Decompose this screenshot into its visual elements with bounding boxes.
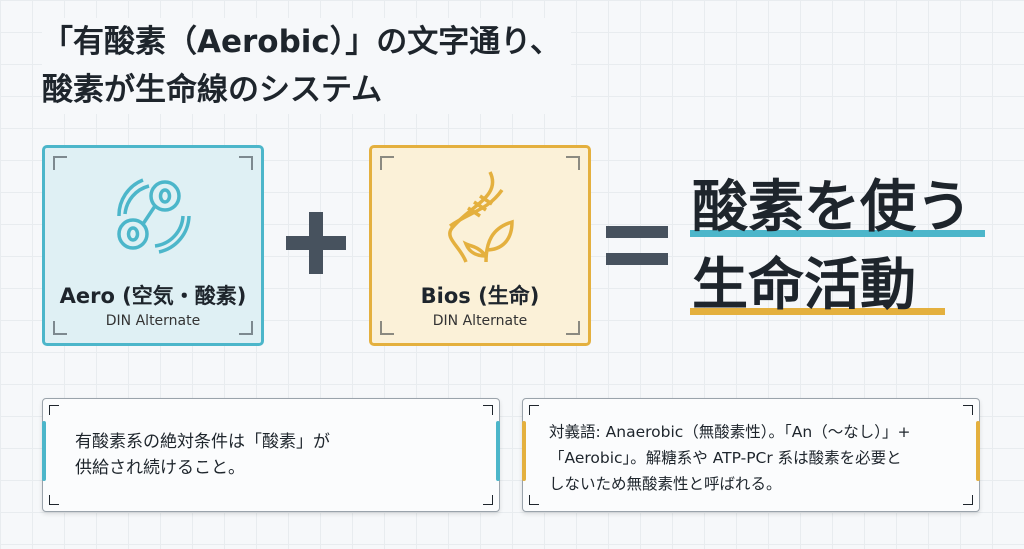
plus-icon-vertical: [309, 212, 323, 274]
bios-label: Bios (生命): [420, 284, 540, 308]
equals-icon: [606, 226, 668, 238]
aero-label: Aero (空気・酸素): [59, 284, 247, 308]
title-line-1: 「有酸素（Aerobic）」の文字通り、: [42, 24, 562, 60]
aero-sublabel: DIN Alternate: [105, 313, 201, 329]
equals-icon-lower: [606, 253, 668, 265]
note-text: しないため無酸素性と呼ばれる。: [549, 475, 782, 493]
bios-sublabel: DIN Alternate: [432, 313, 528, 329]
slide-title: 「有酸素（Aerobic）」の文字通り、 酸素が生命線のシステム: [42, 18, 572, 114]
note-box-antonym: 対義語: Anaerobic（無酸素性）。「An（〜なし）」+ 「Aerobic…: [522, 398, 980, 512]
title-line-2: 酸素が生命線のシステム: [42, 72, 383, 108]
yellow-underline: [690, 308, 945, 315]
result-line-1: 酸素を使う: [692, 175, 972, 240]
note-text: 対義語: Anaerobic（無酸素性）。「An（〜なし）」+: [549, 423, 911, 441]
bios-card: Bios (生命) DIN Alternate: [369, 145, 591, 346]
dna-leaf-icon: [448, 171, 514, 263]
aero-card: Aero (空気・酸素) DIN Alternate: [42, 145, 264, 346]
note-text: 「Aerobic」。解糖系や ATP-PCr 系は酸素を必要と: [549, 449, 902, 467]
teal-underline: [690, 230, 985, 237]
result-line-2: 生命活動: [692, 253, 916, 318]
note-box-condition: 有酸素系の絶対条件は「酸素」が 供給され続けること。: [42, 398, 500, 512]
note-text: 有酸素系の絶対条件は「酸素」が: [75, 432, 330, 452]
oxygen-molecule-icon: [117, 178, 191, 254]
note-text: 供給され続けること。: [75, 458, 245, 478]
